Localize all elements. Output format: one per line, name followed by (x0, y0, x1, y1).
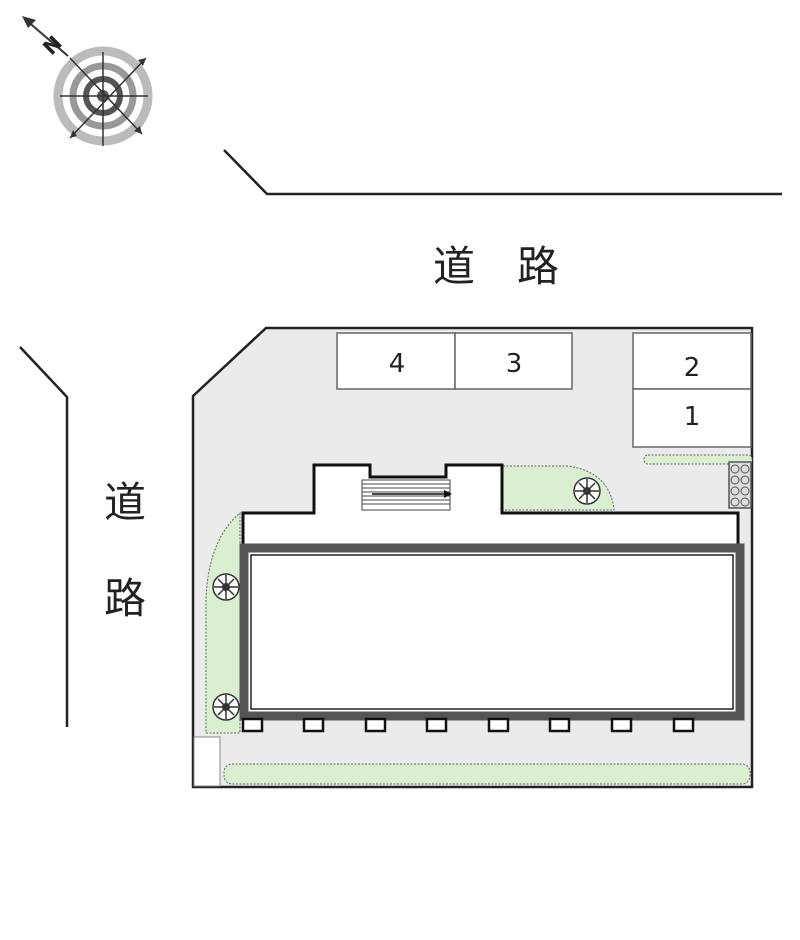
parking-area: 4 3 2 1 (336, 332, 752, 448)
top-road-label: 道 路 (433, 242, 559, 291)
bike-parking (728, 461, 752, 509)
balcony-unit (302, 717, 325, 733)
tree-icon (212, 573, 240, 601)
parking-label-4: 4 (389, 349, 406, 379)
north-arrow-icon (22, 16, 36, 28)
balcony-unit (548, 717, 571, 733)
parking-space-3 (454, 332, 573, 390)
parking-space-4 (336, 332, 456, 390)
balcony-unit (364, 717, 387, 733)
balcony-unit (241, 717, 264, 733)
main-building (239, 543, 745, 721)
green-strip-left (205, 511, 241, 734)
left-road-label-2: 路 (104, 574, 146, 623)
stairs-arrow-icon (444, 490, 452, 498)
parking-label-2: 2 (684, 353, 701, 383)
corner-box (193, 736, 221, 787)
compass-icon (22, 16, 153, 146)
balcony-unit (425, 717, 448, 733)
stairs (361, 479, 452, 511)
parking-label-1: 1 (684, 402, 701, 432)
balcony-units (241, 717, 695, 733)
left-road-label-1: 道 (104, 478, 146, 527)
parking-label-3: 3 (506, 349, 523, 379)
tree-icon (573, 477, 601, 505)
green-strip-bottom (223, 763, 751, 785)
parking-space-1 (632, 388, 752, 448)
left-road-edge (19, 346, 69, 727)
green-strip-right (643, 454, 753, 465)
parking-space-2 (632, 332, 752, 390)
tree-icon (212, 693, 240, 721)
top-road-edge (223, 149, 782, 196)
balcony-unit (610, 717, 633, 733)
balcony-unit (487, 717, 510, 733)
balcony-unit (672, 717, 695, 733)
